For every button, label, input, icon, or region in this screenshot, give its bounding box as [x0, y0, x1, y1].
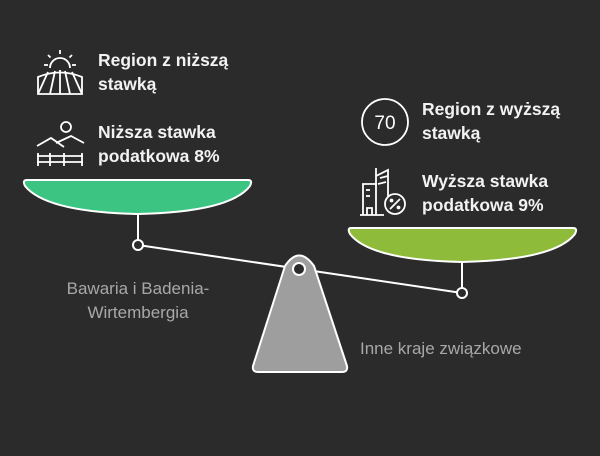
right-region-label-line2: stawką — [422, 123, 481, 143]
left-tax-label-line2: podatkowa 8% — [98, 146, 220, 166]
left-caption-line1: Bawaria i Badenia- — [66, 279, 210, 298]
right-beam-joint — [456, 287, 468, 299]
left-caption: Bawaria i Badenia- Wirtembergia — [40, 277, 236, 325]
right-bowl — [347, 227, 578, 264]
left-bowl — [22, 179, 253, 216]
left-region-label-line1: Region z niższą — [98, 50, 229, 70]
right-tax-label-line2: podatkowa 9% — [422, 195, 544, 215]
right-caption-text: Inne kraje związkowe — [360, 339, 522, 358]
city-percent-icon — [360, 168, 406, 216]
right-tax-label-line1: Wyższa stawka — [422, 171, 549, 191]
right-tax-label: Wyższa stawka podatkowa 9% — [422, 169, 548, 217]
countryside-fence-icon — [36, 121, 85, 166]
right-region-label-line1: Region z wyższą — [422, 99, 561, 119]
left-tax-label: Niższa stawka podatkowa 8% — [98, 120, 220, 168]
pedestal-pivot — [292, 262, 306, 276]
left-tax-label-line1: Niższa stawka — [98, 122, 216, 142]
left-beam-joint — [132, 239, 144, 251]
sunrise-field-icon — [37, 50, 83, 95]
scale-pedestal — [251, 254, 349, 373]
left-caption-line2: Wirtembergia — [87, 303, 189, 322]
speed-70-icon-text: 70 — [374, 113, 395, 134]
left-region-label-line2: stawką — [98, 74, 157, 94]
right-caption: Inne kraje związkowe — [360, 337, 570, 361]
right-region-label: Region z wyższą stawką — [422, 97, 560, 145]
speed-70-icon: 70 — [361, 98, 409, 146]
left-region-label: Region z niższą stawką — [98, 48, 228, 96]
